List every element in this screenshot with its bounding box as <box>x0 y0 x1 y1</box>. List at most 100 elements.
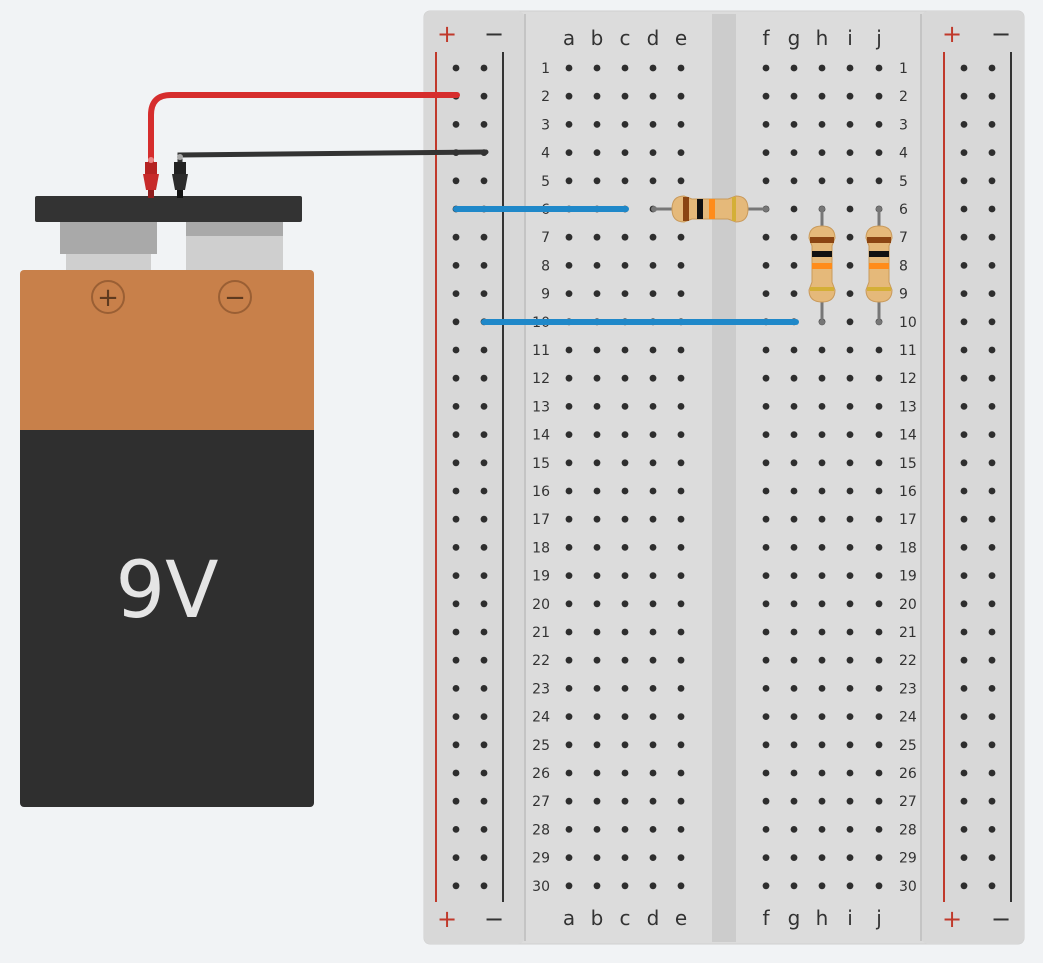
hole-i15[interactable] <box>846 459 854 467</box>
hole-f23[interactable] <box>762 685 770 692</box>
hole-h14[interactable] <box>818 431 826 438</box>
hole-a16[interactable] <box>565 487 573 495</box>
hole-g14[interactable] <box>790 431 798 438</box>
hole-g11[interactable] <box>790 346 798 354</box>
hole-a2[interactable] <box>565 92 573 100</box>
hole-i2[interactable] <box>846 92 854 100</box>
hole-e26[interactable] <box>677 769 685 777</box>
hole-b25[interactable] <box>593 741 601 749</box>
hole-b23[interactable] <box>593 685 601 692</box>
hole-j24[interactable] <box>875 713 883 720</box>
hole-right-rail-plus-7[interactable] <box>960 233 968 241</box>
hole-g5[interactable] <box>790 177 798 185</box>
hole-a21[interactable] <box>565 628 573 636</box>
hole-left-rail-minus-5[interactable] <box>480 177 488 185</box>
hole-f19[interactable] <box>762 572 770 579</box>
hole-right-rail-minus-25[interactable] <box>988 741 996 749</box>
hole-g17[interactable] <box>790 515 798 523</box>
hole-left-rail-plus-21[interactable] <box>452 628 460 636</box>
hole-right-rail-plus-24[interactable] <box>960 713 968 720</box>
hole-right-rail-plus-16[interactable] <box>960 487 968 495</box>
hole-f26[interactable] <box>762 769 770 777</box>
hole-right-rail-minus-22[interactable] <box>988 656 996 664</box>
hole-i8[interactable] <box>846 262 854 269</box>
hole-left-rail-plus-26[interactable] <box>452 769 460 777</box>
hole-left-rail-plus-28[interactable] <box>452 826 460 833</box>
hole-right-rail-minus-7[interactable] <box>988 233 996 241</box>
hole-c1[interactable] <box>621 64 629 72</box>
hole-h18[interactable] <box>818 544 826 551</box>
hole-c8[interactable] <box>621 262 629 269</box>
hole-d1[interactable] <box>649 64 657 72</box>
hole-c22[interactable] <box>621 656 629 664</box>
hole-left-rail-plus-13[interactable] <box>452 403 460 410</box>
hole-b18[interactable] <box>593 544 601 551</box>
hole-g4[interactable] <box>790 149 798 157</box>
hole-right-rail-plus-17[interactable] <box>960 515 968 523</box>
hole-b19[interactable] <box>593 572 601 579</box>
hole-right-rail-plus-28[interactable] <box>960 826 968 833</box>
hole-right-rail-plus-11[interactable] <box>960 346 968 354</box>
hole-i21[interactable] <box>846 628 854 636</box>
hole-d20[interactable] <box>649 600 657 608</box>
hole-left-rail-plus-23[interactable] <box>452 685 460 692</box>
hole-a22[interactable] <box>565 656 573 664</box>
hole-e3[interactable] <box>677 121 685 128</box>
hole-left-rail-plus-29[interactable] <box>452 854 460 861</box>
hole-f20[interactable] <box>762 600 770 608</box>
hole-i30[interactable] <box>846 882 854 890</box>
hole-h17[interactable] <box>818 515 826 523</box>
hole-right-rail-minus-20[interactable] <box>988 600 996 608</box>
hole-b17[interactable] <box>593 515 601 523</box>
hole-d9[interactable] <box>649 290 657 297</box>
hole-right-rail-minus-8[interactable] <box>988 262 996 269</box>
hole-e11[interactable] <box>677 346 685 354</box>
hole-a25[interactable] <box>565 741 573 749</box>
hole-e22[interactable] <box>677 656 685 664</box>
hole-j13[interactable] <box>875 403 883 410</box>
hole-a19[interactable] <box>565 572 573 579</box>
hole-d16[interactable] <box>649 487 657 495</box>
hole-h15[interactable] <box>818 459 826 467</box>
hole-a23[interactable] <box>565 685 573 692</box>
hole-i13[interactable] <box>846 403 854 410</box>
hole-a30[interactable] <box>565 882 573 890</box>
hole-f14[interactable] <box>762 431 770 438</box>
hole-right-rail-plus-22[interactable] <box>960 656 968 664</box>
hole-g22[interactable] <box>790 656 798 664</box>
hole-d17[interactable] <box>649 515 657 523</box>
hole-c3[interactable] <box>621 121 629 128</box>
hole-d15[interactable] <box>649 459 657 467</box>
hole-b1[interactable] <box>593 64 601 72</box>
hole-left-rail-minus-26[interactable] <box>480 769 488 777</box>
hole-left-rail-minus-22[interactable] <box>480 656 488 664</box>
hole-right-rail-minus-16[interactable] <box>988 487 996 495</box>
hole-left-rail-plus-1[interactable] <box>452 64 460 72</box>
hole-f28[interactable] <box>762 826 770 833</box>
hole-a4[interactable] <box>565 149 573 157</box>
hole-f27[interactable] <box>762 797 770 805</box>
hole-e4[interactable] <box>677 149 685 157</box>
hole-i16[interactable] <box>846 487 854 495</box>
hole-e24[interactable] <box>677 713 685 720</box>
hole-b28[interactable] <box>593 826 601 833</box>
hole-j15[interactable] <box>875 459 883 467</box>
hole-b9[interactable] <box>593 290 601 297</box>
hole-left-rail-minus-25[interactable] <box>480 741 488 749</box>
hole-h11[interactable] <box>818 346 826 354</box>
hole-right-rail-minus-18[interactable] <box>988 544 996 551</box>
hole-g18[interactable] <box>790 544 798 551</box>
hole-right-rail-plus-13[interactable] <box>960 403 968 410</box>
hole-h22[interactable] <box>818 656 826 664</box>
hole-j26[interactable] <box>875 769 883 777</box>
hole-d12[interactable] <box>649 374 657 382</box>
hole-left-rail-minus-24[interactable] <box>480 713 488 720</box>
hole-i28[interactable] <box>846 826 854 833</box>
hole-left-rail-minus-18[interactable] <box>480 544 488 551</box>
hole-g27[interactable] <box>790 797 798 805</box>
hole-a9[interactable] <box>565 290 573 297</box>
hole-left-rail-minus-23[interactable] <box>480 685 488 692</box>
hole-b2[interactable] <box>593 92 601 100</box>
hole-g9[interactable] <box>790 290 798 297</box>
hole-i1[interactable] <box>846 64 854 72</box>
